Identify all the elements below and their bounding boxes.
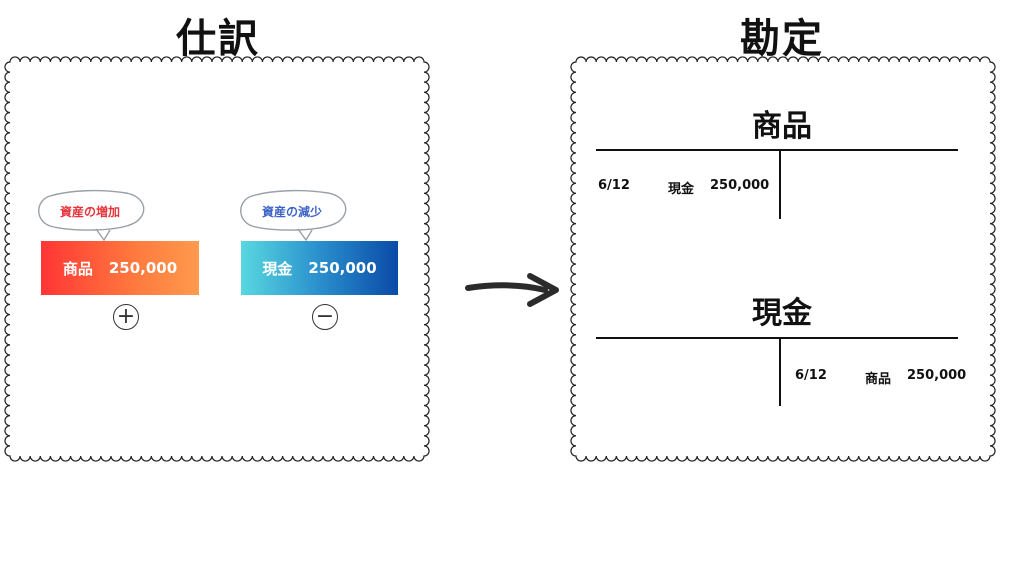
- journal-heading: 仕訳: [176, 16, 260, 62]
- plus-circle-icon: +: [113, 304, 139, 330]
- debit-entry-box: 商品 250,000: [41, 241, 199, 295]
- bubble-label-decrease: 資産の減少: [261, 205, 322, 219]
- ledger-heading: 勘定: [740, 16, 824, 62]
- minus-circle-icon: −: [312, 304, 338, 330]
- entry-date: 6/12: [598, 178, 630, 193]
- t-account-cash: [596, 337, 958, 406]
- credit-entry-box: 現金 250,000: [241, 241, 398, 295]
- entry-counter-account: 商品: [865, 372, 892, 387]
- credit-amount: 250,000: [308, 259, 377, 277]
- ledger-goods-title: 商品: [752, 109, 812, 144]
- bubble-label-increase: 資産の増加: [59, 205, 120, 219]
- ledger-goods-debit-entry: 6/12 現金 250,000: [598, 178, 769, 197]
- stamp-frame-left: [4, 56, 430, 462]
- entry-amount: 250,000: [907, 368, 967, 383]
- stamp-frame-right: [570, 56, 996, 462]
- entry-date: 6/12: [795, 368, 827, 383]
- entry-counter-account: 現金: [668, 182, 695, 197]
- arrow-right-icon: [465, 273, 559, 307]
- entry-amount: 250,000: [710, 178, 770, 193]
- debit-account: 商品: [62, 259, 93, 278]
- speech-bubble-increase: [38, 189, 145, 242]
- debit-amount: 250,000: [108, 259, 178, 277]
- t-account-goods: [596, 149, 958, 219]
- speech-bubble-decrease: [240, 189, 347, 242]
- ledger-cash-title: 現金: [752, 296, 812, 331]
- ledger-cash-credit-entry: 6/12 商品 250,000: [795, 368, 966, 387]
- credit-account: 現金: [262, 259, 293, 278]
